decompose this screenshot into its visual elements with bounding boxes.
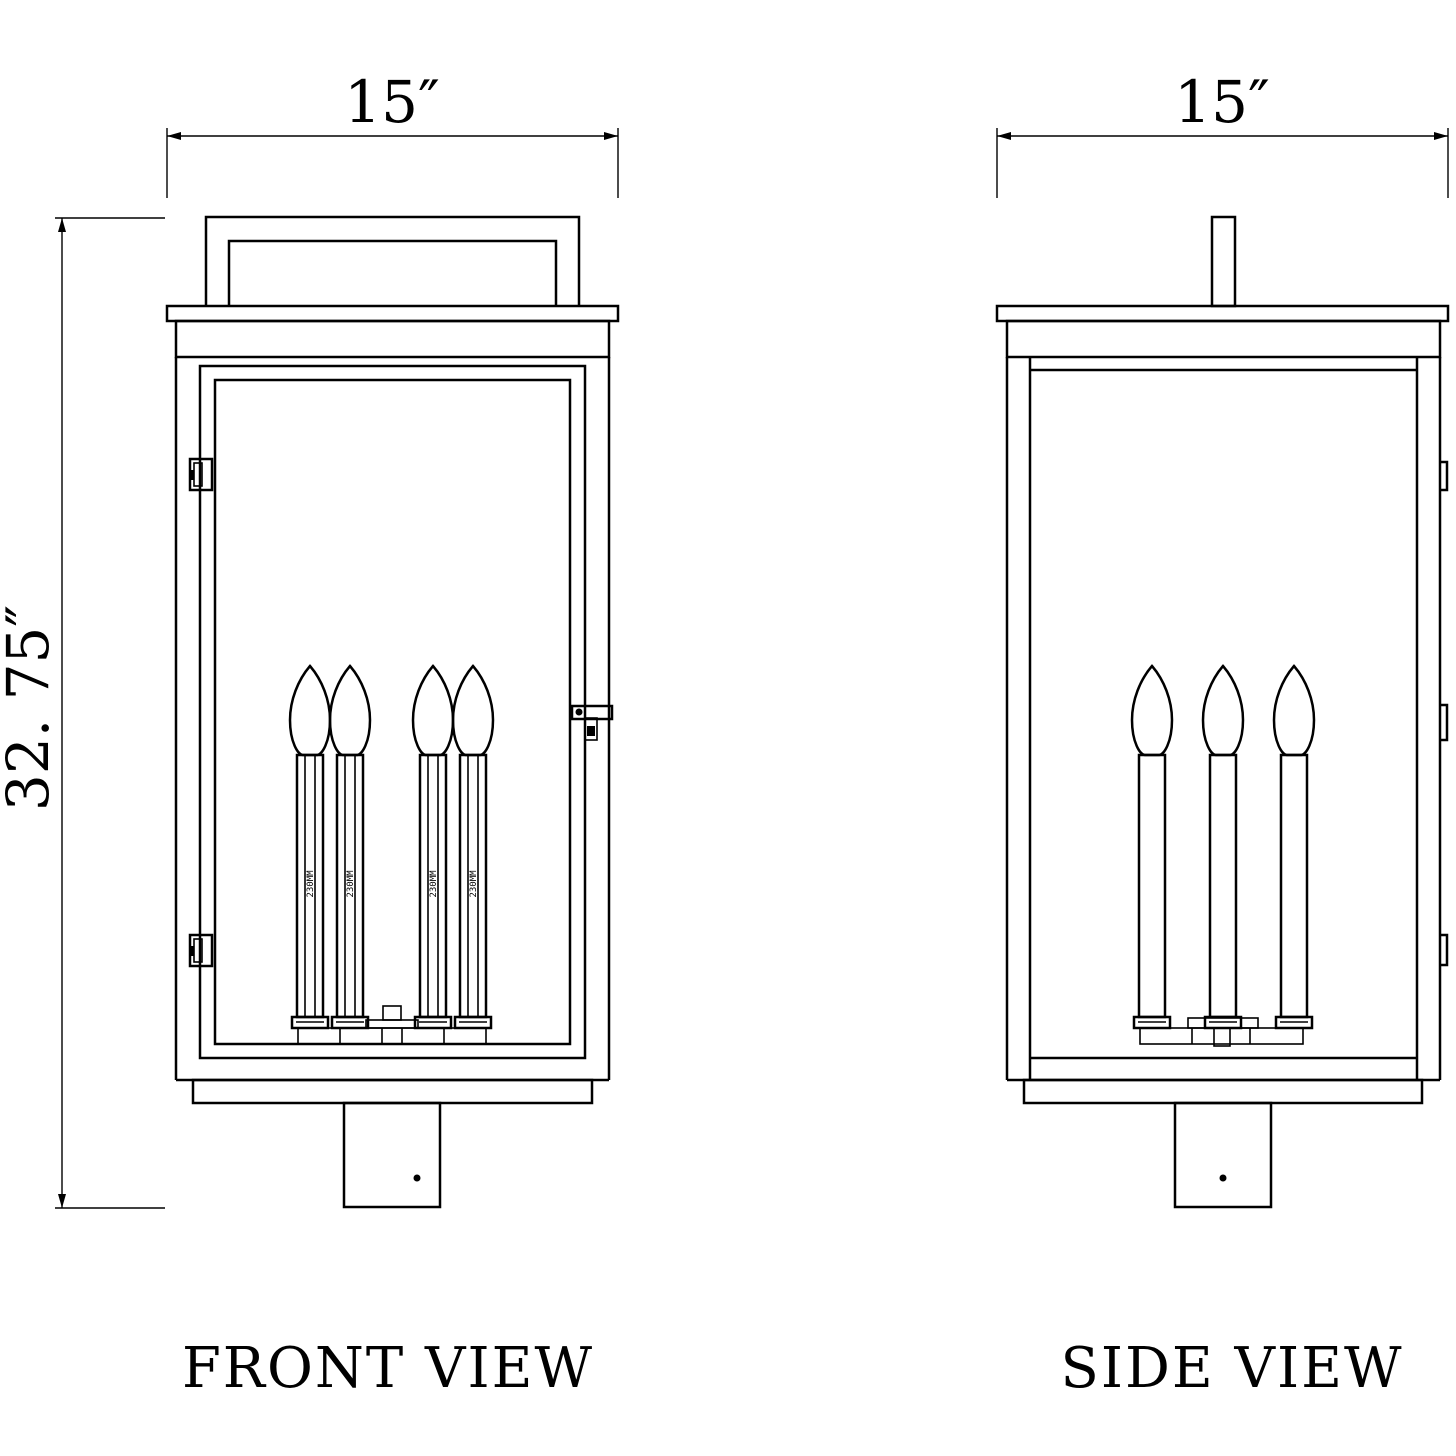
- height-dimension: 32. 75″: [0, 217, 165, 1209]
- candle: 230MM: [451, 664, 495, 1030]
- candle-length-label: 230MM: [346, 870, 356, 898]
- side-candles: [1130, 664, 1316, 1030]
- candle-cup: [413, 1015, 453, 1030]
- front-width-label: 15″: [344, 68, 439, 136]
- candle: 230MM: [411, 664, 455, 1030]
- side-hinge-marks: [1440, 460, 1449, 967]
- front-body: [174, 357, 611, 1082]
- front-cluster-base: [297, 1005, 487, 1045]
- candle-bulb: [1272, 664, 1316, 757]
- candle-sleeve: [1137, 753, 1167, 1019]
- candle: [1130, 664, 1174, 1030]
- front-hinge-bottom: [188, 933, 214, 968]
- candle-length-label: 230MM: [469, 870, 479, 898]
- candle-sleeve: [1208, 753, 1238, 1019]
- candle: 230MM: [328, 664, 372, 1030]
- candle-bulb: [1130, 664, 1174, 757]
- candle-bulb: [328, 664, 372, 757]
- front-handle: [204, 215, 581, 306]
- side-cap: [995, 304, 1450, 359]
- candle-bulb: [451, 664, 495, 757]
- side-view: SIDE VIEW: [995, 215, 1450, 1401]
- front-view-label: FRONT VIEW: [182, 1336, 594, 1401]
- candle-length-label: 230MM: [306, 870, 316, 898]
- candle: [1272, 664, 1316, 1030]
- side-base: [1022, 1078, 1424, 1209]
- front-width-dimension: 15″: [166, 68, 619, 198]
- candle-cup: [330, 1015, 370, 1030]
- side-body: [1005, 357, 1442, 1082]
- height-label: 32. 75″: [0, 605, 62, 811]
- candle-cup: [290, 1015, 330, 1030]
- candle: [1201, 664, 1245, 1030]
- candle-bulb: [288, 664, 332, 757]
- front-view: 230MM 230MM 230MM 230MM FRONT VIEW: [165, 215, 620, 1401]
- front-base: [191, 1078, 594, 1209]
- candle-cup: [1132, 1015, 1172, 1030]
- front-cap: [165, 304, 620, 359]
- side-width-dimension: 15″: [996, 68, 1449, 198]
- front-latch: [570, 704, 614, 741]
- side-stem: [1210, 215, 1237, 308]
- side-width-label: 15″: [1174, 68, 1269, 136]
- candle-length-label: 230MM: [429, 870, 439, 898]
- candle-sleeve: [1279, 753, 1309, 1019]
- candle: 230MM: [288, 664, 332, 1030]
- candle-cup: [1274, 1015, 1314, 1030]
- candle-bulb: [411, 664, 455, 757]
- candle-cup: [453, 1015, 493, 1030]
- front-candles: 230MM 230MM 230MM 230MM: [288, 664, 495, 1030]
- candle-bulb: [1201, 664, 1245, 757]
- candle-cup: [1203, 1015, 1243, 1030]
- side-view-label: SIDE VIEW: [1060, 1336, 1403, 1401]
- front-hinge-top: [188, 457, 214, 492]
